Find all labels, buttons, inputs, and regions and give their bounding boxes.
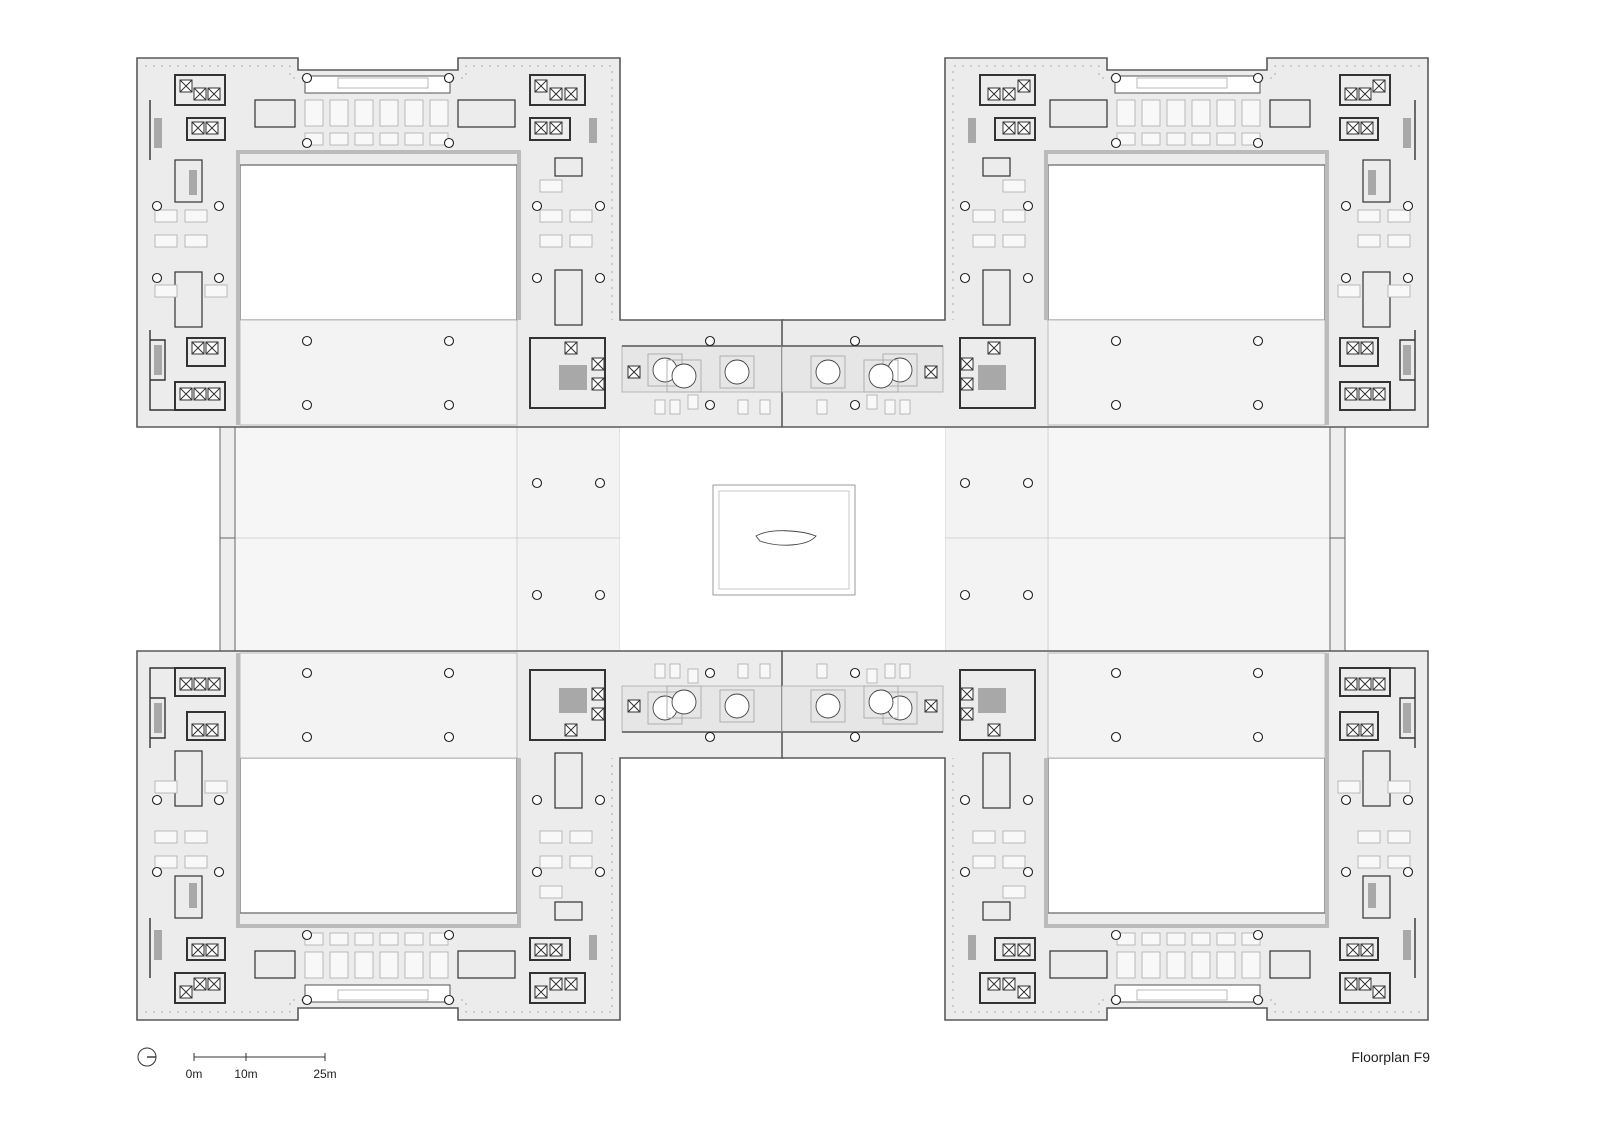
- scale-label-0: 0m: [186, 1067, 203, 1081]
- scale-bar: 0m 10m 25m: [186, 1053, 337, 1081]
- sculpture-icon: [755, 530, 817, 546]
- scale-label-25: 25m: [313, 1067, 336, 1081]
- north-arrow-icon: [137, 1047, 157, 1067]
- quadrant-bottom-left: [136, 537, 806, 1021]
- quadrant-bottom-right: [759, 537, 1429, 1021]
- quadrant-top-left: [136, 57, 806, 541]
- quadrant-top-right: [759, 57, 1429, 541]
- scale-label-10: 10m: [234, 1067, 257, 1081]
- drawing-title: Floorplan F9: [1351, 1049, 1430, 1065]
